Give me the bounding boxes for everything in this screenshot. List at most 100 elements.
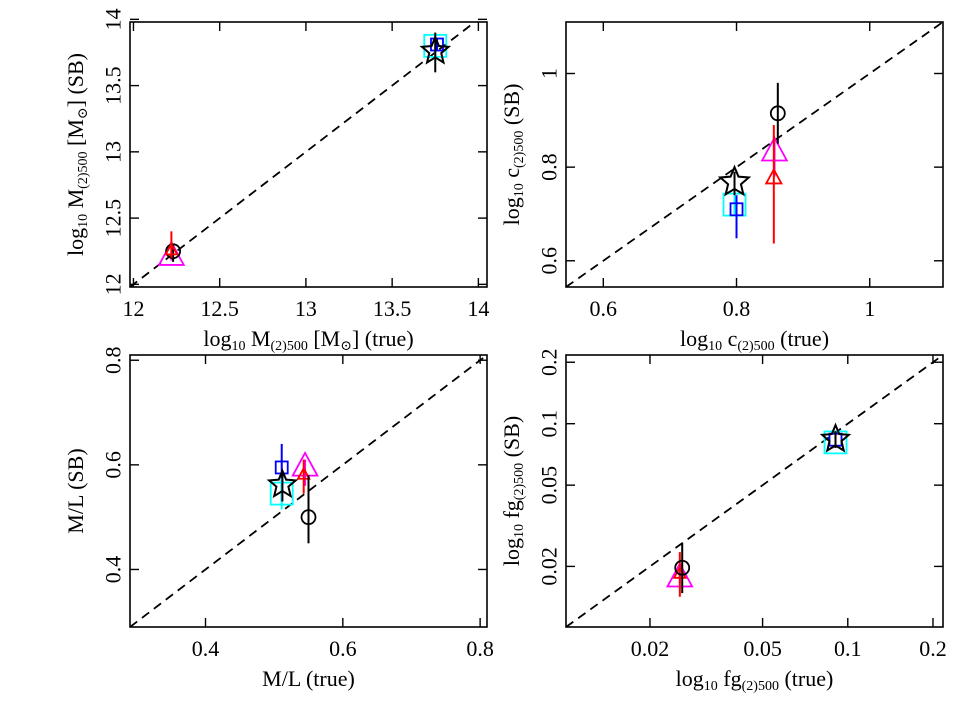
label-part: 10 [231, 339, 245, 354]
label-part: (SB) [499, 416, 524, 463]
y-tick-label: 0.05 [537, 466, 562, 505]
y-axis-label: log10 c(2)500 (SB) [499, 84, 527, 226]
one-to-one-line [130, 22, 476, 287]
x-tick-label: 0.8 [466, 636, 494, 661]
one-to-one-line [566, 22, 943, 287]
y-tick-label: 0.1 [537, 410, 562, 438]
y-tick-label: 0.2 [537, 348, 562, 376]
data-point-square [430, 37, 444, 52]
label-part: [M [63, 119, 88, 151]
label-part: c [722, 326, 738, 351]
x-tick-label: 0.6 [329, 636, 357, 661]
label-part: M [63, 189, 88, 214]
label-part: (2)500 [76, 152, 91, 189]
label-part: log [63, 228, 88, 256]
label-part: 10 [512, 524, 527, 538]
x-tick-label: 12 [122, 296, 144, 321]
label-part: 10 [76, 214, 91, 228]
label-part: (true) [779, 666, 833, 691]
label-part: ⊙ [340, 339, 352, 354]
label-part: fg [499, 500, 524, 524]
y-tick-label: 13.5 [101, 66, 126, 105]
label-part: (SB) [499, 84, 524, 131]
label-part: 10 [512, 183, 527, 197]
data-point-circle [769, 105, 786, 122]
y-axis-label: log10 M(2)500 [M⊙] (SB) [63, 53, 91, 256]
x-tick-label: 0.8 [723, 296, 751, 321]
label-part: M/L (true) [262, 666, 355, 691]
label-part: ] (SB) [63, 53, 88, 107]
y-axis-label: log10 fg(2)500 (SB) [499, 416, 527, 566]
x-tick-label: 0.2 [919, 636, 947, 661]
x-tick-label: 13.5 [373, 296, 412, 321]
label-part: 10 [704, 679, 718, 694]
plot-frame [129, 21, 488, 288]
y-tick-label: 0.8 [537, 153, 562, 181]
label-part: (2)500 [512, 131, 527, 168]
x-tick-label: 12.5 [200, 296, 239, 321]
label-part: 10 [708, 339, 722, 354]
data-point-triangle [164, 242, 179, 256]
label-part: log [203, 326, 231, 351]
x-tick-label: 1 [864, 296, 875, 321]
data-point-triangle [764, 167, 783, 185]
y-tick-label: 1 [537, 68, 562, 79]
y-tick-label: 0.8 [101, 346, 126, 374]
x-tick-label: 0.05 [743, 636, 782, 661]
panel-mass-to-light: 0.4 0.6 0.8 0.4 0.6 0.8M/L (true) M/L (SB) [63, 346, 494, 691]
label-part: ⊙ [76, 107, 91, 119]
x-tick-label: 0.4 [192, 636, 220, 661]
plot-frame [565, 354, 944, 628]
y-tick-label: 0.02 [537, 547, 562, 586]
data-point-circle [674, 559, 691, 576]
data-point-triangle [296, 466, 311, 480]
y-tick-label: 0.4 [101, 556, 126, 584]
label-part: log [680, 326, 708, 351]
label-part: (2)500 [271, 339, 308, 354]
y-tick-label: 12.5 [101, 199, 126, 238]
data-point-circle [165, 243, 182, 260]
label-part: [M [308, 326, 340, 351]
label-part: log [499, 538, 524, 566]
x-axis-label: M/L (true) [262, 666, 355, 691]
x-tick-label: 0.1 [834, 636, 862, 661]
data-point-star [419, 34, 452, 65]
x-axis-label: log10 c(2)500 (true) [680, 326, 829, 354]
x-tick-label: 14 [467, 296, 489, 321]
label-part: (true) [775, 326, 829, 351]
x-axis-label: log10 M(2)500 [M⊙] (true) [203, 326, 413, 354]
label-part: c [499, 168, 524, 184]
data-point-star [717, 164, 752, 197]
x-tick-label: 13 [295, 296, 317, 321]
data-point-square [729, 202, 744, 217]
y-axis-label: M/L (SB) [63, 448, 88, 533]
label-part: ] (true) [352, 326, 414, 351]
data-point-star [819, 422, 852, 453]
label-part: (2)500 [737, 339, 774, 354]
data-point-star [266, 468, 299, 499]
x-tick-label: 0.02 [631, 636, 670, 661]
label-part: M/L (SB) [63, 448, 88, 533]
y-tick-label: 12 [101, 273, 126, 295]
label-part: (2)500 [512, 463, 527, 500]
label-part: M [245, 326, 270, 351]
label-part: log [499, 197, 524, 225]
label-part: (2)500 [742, 679, 779, 694]
x-tick-label: 0.6 [590, 296, 618, 321]
y-tick-label: 13 [101, 141, 126, 163]
y-tick-label: 0.6 [101, 451, 126, 479]
x-axis-label: log10 fg(2)500 (true) [676, 666, 834, 694]
y-tick-label: 14 [101, 8, 126, 30]
one-to-one-line [566, 355, 943, 627]
data-point-triangle [291, 451, 319, 477]
plot-frame [565, 21, 944, 288]
label-part: fg [718, 666, 742, 691]
y-tick-label: 0.6 [537, 247, 562, 275]
plot-frame [129, 354, 488, 628]
data-point-circle [300, 509, 317, 526]
label-part: log [676, 666, 704, 691]
